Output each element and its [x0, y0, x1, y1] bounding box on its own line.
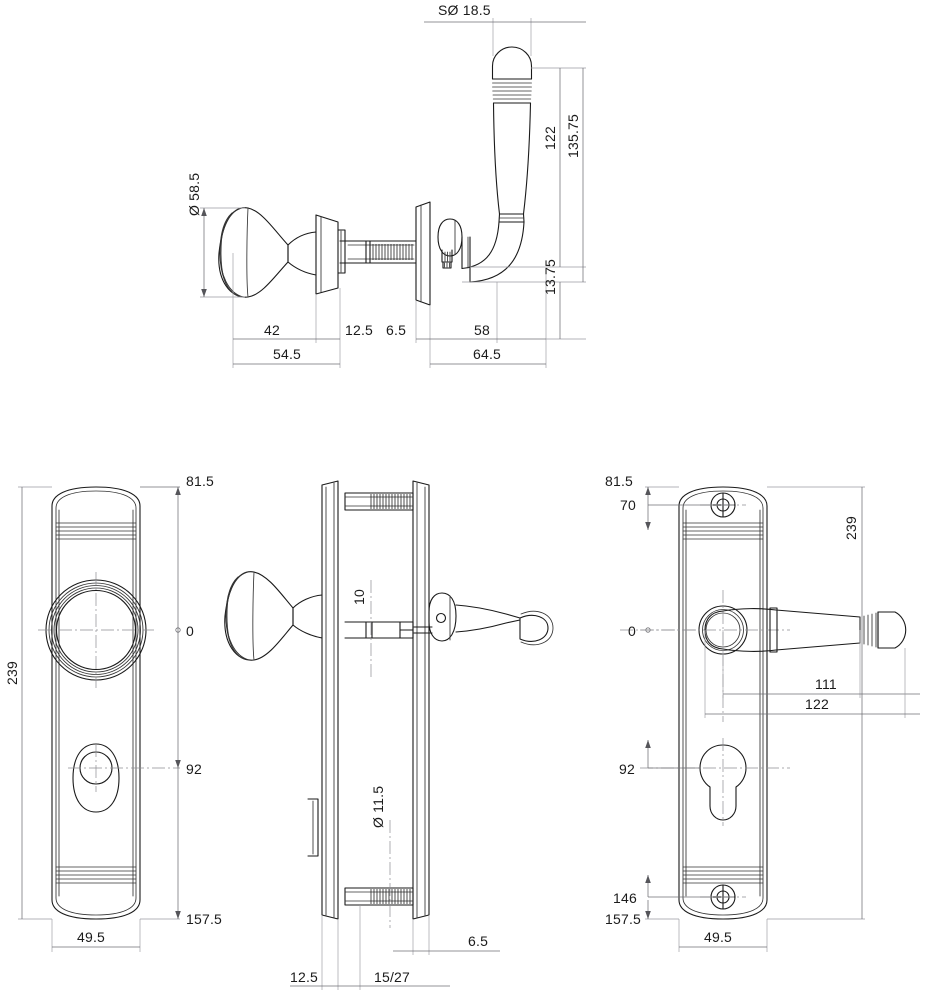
spindle-thread-hatching [369, 244, 413, 260]
dim-label-knob-dia: Ø 58.5 [186, 173, 202, 216]
lever-boss-top-view [437, 218, 471, 283]
dim-label-49-5-left: 49.5 [77, 929, 105, 945]
section-lever [428, 592, 554, 646]
dim-label-0-left: 0 [186, 623, 194, 639]
screw-bottom [700, 884, 746, 910]
dim-label-92-left: 92 [186, 761, 202, 777]
dim-label-0-right: 0 [628, 623, 636, 639]
view-bottom-right-lever-plate: 239 81.5 70 0 92 146 [605, 473, 920, 952]
section-knob-rose-edge [321, 480, 339, 920]
knob-rose-top-view [315, 214, 346, 295]
section-latch-tongue [307, 798, 319, 857]
dim-group-top-horizontal: 42 12.5 6.5 58 54.5 64.5 [232, 253, 547, 368]
knob-plate-cylinder-oval [68, 743, 180, 813]
section-knob [224, 571, 323, 661]
dim-group-bottom-middle: 12.5 15/27 6.5 [290, 905, 500, 990]
knob-plate-ribs-lower [55, 866, 137, 884]
section-upper-fixing [344, 492, 414, 511]
dim-label-15-27: 15/27 [374, 969, 410, 985]
knob-top-view [218, 207, 317, 298]
dim-label-12-5: 12.5 [345, 322, 373, 338]
dim-label-81-5-right: 81.5 [605, 473, 633, 489]
dim-label-157-5-left: 157.5 [186, 911, 222, 927]
section-spindle [344, 621, 433, 639]
lever-upright-top-view [461, 46, 533, 283]
spindle-top-view [339, 240, 417, 264]
knob-backplate-outline [51, 486, 141, 920]
view-bottom-left-knob-plate: 239 81.5 0 92 157.5 49.5 [4, 473, 222, 952]
view-top-side-elevation: SØ 18.5 [186, 2, 586, 368]
lever-plate-edge-top-view [415, 201, 431, 306]
dim-label-111: 111 [815, 676, 837, 692]
knob-rose-circles [38, 572, 154, 688]
dim-label-bore-dia: Ø 11.5 [370, 786, 386, 828]
section-lower-fixing [344, 887, 414, 906]
dim-group-top-vertical: 122 135.75 13.75 [462, 67, 586, 340]
lever-backplate-outline [678, 486, 768, 920]
dim-label-58: 58 [474, 322, 490, 338]
dim-label-49-5-right: 49.5 [704, 929, 732, 945]
dim-label-sphere-dia: SØ 18.5 [438, 2, 491, 18]
dim-group-bottom-left: 239 81.5 0 92 157.5 49.5 [4, 473, 222, 952]
dim-label-13-75: 13.75 [542, 259, 558, 295]
section-lever-plate-edge [412, 480, 430, 920]
dim-group-bottom-right: 239 81.5 70 0 92 146 [605, 473, 920, 952]
dim-label-122-top: 122 [542, 126, 558, 150]
view-bottom-middle-section: 10 Ø 11.5 12.5 15/27 6.5 [224, 480, 554, 990]
dim-label-6-5-middle: 6.5 [468, 933, 488, 949]
lever-plate-ribs-upper [682, 522, 764, 540]
knob-plate-ribs-upper [55, 522, 137, 540]
dim-spindle-10: 10 [351, 580, 372, 680]
dim-label-146: 146 [613, 890, 637, 906]
dim-label-70: 70 [620, 497, 636, 513]
dim-label-239-left: 239 [4, 661, 20, 685]
dim-label-157-5-right: 157.5 [605, 911, 641, 927]
dim-label-64-5: 64.5 [473, 346, 501, 362]
dim-label-81-5-left: 81.5 [186, 473, 214, 489]
dim-label-42: 42 [264, 322, 280, 338]
dim-label-239-right: 239 [843, 516, 859, 540]
dim-label-122-right: 122 [805, 696, 829, 712]
dim-label-135-75: 135.75 [565, 114, 581, 158]
dim-label-92-right: 92 [619, 761, 635, 777]
dim-label-54-5: 54.5 [273, 346, 301, 362]
dim-sphere-diameter: SØ 18.5 [424, 2, 586, 56]
dim-label-6-5: 6.5 [386, 322, 406, 338]
upper-thread-hatching [370, 494, 411, 509]
lower-thread-hatching [370, 889, 411, 904]
dim-label-10: 10 [351, 589, 367, 605]
dim-knob-diameter: Ø 58.5 [186, 173, 245, 298]
dim-bore-11-5: Ø 11.5 [370, 786, 391, 928]
dim-label-12-5-middle: 12.5 [290, 969, 318, 985]
lever-plate-ribs-lower [682, 866, 764, 884]
